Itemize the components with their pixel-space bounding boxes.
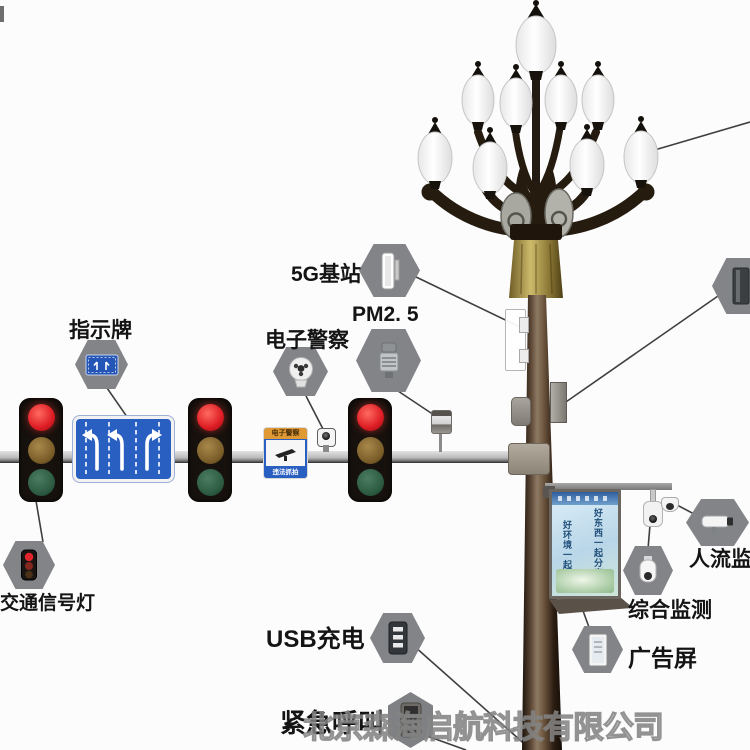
camera-pictogram-icon xyxy=(274,449,296,461)
hex-badge-epolice xyxy=(273,347,328,396)
label-traffic-light: 交通信号灯 xyxy=(0,593,96,614)
hex-badge-traffic-light xyxy=(3,541,55,589)
label-5g: 5G基站 xyxy=(291,263,362,286)
label-emergency: 紧急呼叫 xyxy=(280,708,385,738)
ad-screen-icon xyxy=(588,633,607,666)
amber-light xyxy=(356,436,384,464)
people-counting-camera xyxy=(661,497,679,512)
label-people-monitor: 人流监测 xyxy=(689,548,750,571)
ad-slogan-line1: 好东西一起分享 xyxy=(593,508,603,578)
amber-light xyxy=(27,436,55,464)
pole-equipment-box xyxy=(511,397,531,426)
red-light xyxy=(27,403,55,431)
pole-lamp-module xyxy=(550,382,567,423)
ad-screen-base xyxy=(549,598,633,614)
red-light xyxy=(356,403,384,431)
epolice-sign-pictogram xyxy=(266,440,305,466)
emergency-callbox-icon xyxy=(400,702,421,738)
epolice-camera xyxy=(317,428,336,452)
pm25-sensor-mount xyxy=(439,432,442,452)
right-bracket-arm xyxy=(545,483,672,490)
bullet-camera-icon xyxy=(701,515,733,533)
amber-light xyxy=(196,436,224,464)
green-light xyxy=(27,469,55,497)
epolice-roadside-sign: 电子警察 违法抓拍 xyxy=(264,428,307,478)
epolice-sign-title: 电子警察 xyxy=(264,428,307,439)
hex-badge-pm25 xyxy=(356,329,421,392)
hex-badge-5g xyxy=(359,244,420,297)
magnolia-lamp-cluster xyxy=(417,0,659,298)
pm25-sensor-icon xyxy=(379,342,398,378)
epolice-sign-caption: 违法抓拍 xyxy=(264,467,307,478)
hex-badge-people-monitor xyxy=(686,499,749,546)
ad-picture xyxy=(556,569,614,593)
advertising-screen: 好东西一起分享 好环境一起共建 xyxy=(549,489,621,599)
antenna-5g-icon xyxy=(381,252,399,289)
traffic-light xyxy=(348,398,392,502)
hex-badge-sign xyxy=(75,340,128,389)
ad-slogan-line2: 好环境一起共建 xyxy=(562,520,572,590)
dome-camera-icon xyxy=(288,356,313,387)
traffic-light-icon xyxy=(21,549,37,581)
hex-badge-ad-screen xyxy=(572,626,623,673)
hex-badge-led-lamp xyxy=(712,258,750,314)
red-light xyxy=(196,403,224,431)
ad-screen-header xyxy=(552,492,618,505)
pm25-sensor-device xyxy=(431,410,452,434)
lane-sign-icon xyxy=(85,354,118,375)
led-panel-icon xyxy=(732,267,750,305)
label-pm25: PM2. 5 xyxy=(352,303,419,326)
label-ad-screen: 广告屏 xyxy=(628,645,697,671)
monitoring-camera xyxy=(643,501,663,527)
green-light xyxy=(356,469,384,497)
corner-artifact xyxy=(0,6,4,22)
antenna-clip xyxy=(519,349,529,363)
label-sign: 指示牌 xyxy=(69,319,132,342)
traffic-light xyxy=(188,398,232,502)
hex-badge-integrated-monitor xyxy=(623,546,673,595)
ptz-camera-icon xyxy=(639,555,657,582)
label-usb: USB充电 xyxy=(266,626,365,653)
traffic-light xyxy=(19,398,63,502)
label-epolice: 电子警察 xyxy=(265,329,349,352)
hex-badge-usb xyxy=(370,613,425,663)
label-integrated-monitor: 综合监测 xyxy=(628,599,712,622)
hex-badge-emergency xyxy=(388,692,433,748)
arm-collar xyxy=(508,443,550,475)
lane-direction-sign xyxy=(73,416,174,482)
lane-arrows xyxy=(82,422,162,474)
advertising-screen-content: 好东西一起分享 好环境一起共建 xyxy=(552,492,618,596)
antenna-clip xyxy=(519,317,529,333)
usb-ports-icon xyxy=(388,621,407,655)
green-light xyxy=(196,469,224,497)
